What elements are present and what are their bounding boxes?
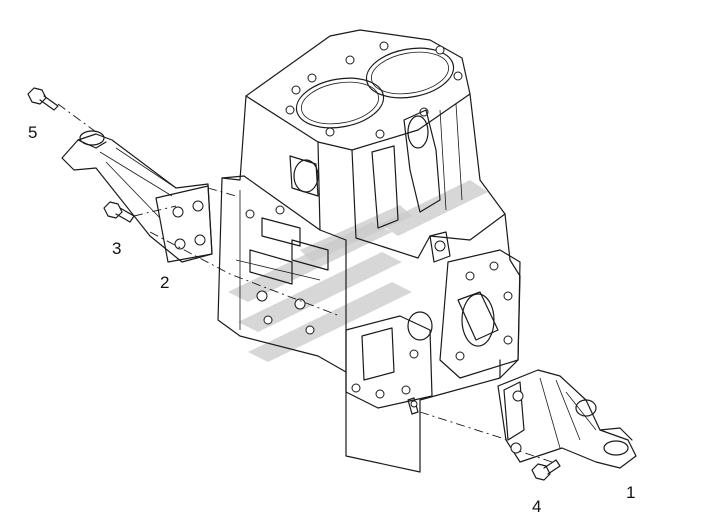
rear-support-bracket bbox=[61, 130, 213, 263]
watermark-logo bbox=[228, 180, 488, 362]
front-support-bracket bbox=[497, 369, 637, 469]
callout-4: 4 bbox=[532, 497, 541, 516]
callout-3: 3 bbox=[112, 239, 121, 258]
assembly-lines bbox=[57, 103, 553, 463]
callout-2: 2 bbox=[160, 273, 169, 292]
callout-1: 1 bbox=[626, 483, 635, 502]
callout-5: 5 bbox=[28, 123, 37, 142]
bolt-3-icon bbox=[103, 201, 135, 223]
bolt-4-icon bbox=[531, 459, 561, 481]
engine-block bbox=[217, 29, 521, 473]
bolt-5-icon bbox=[27, 87, 59, 111]
